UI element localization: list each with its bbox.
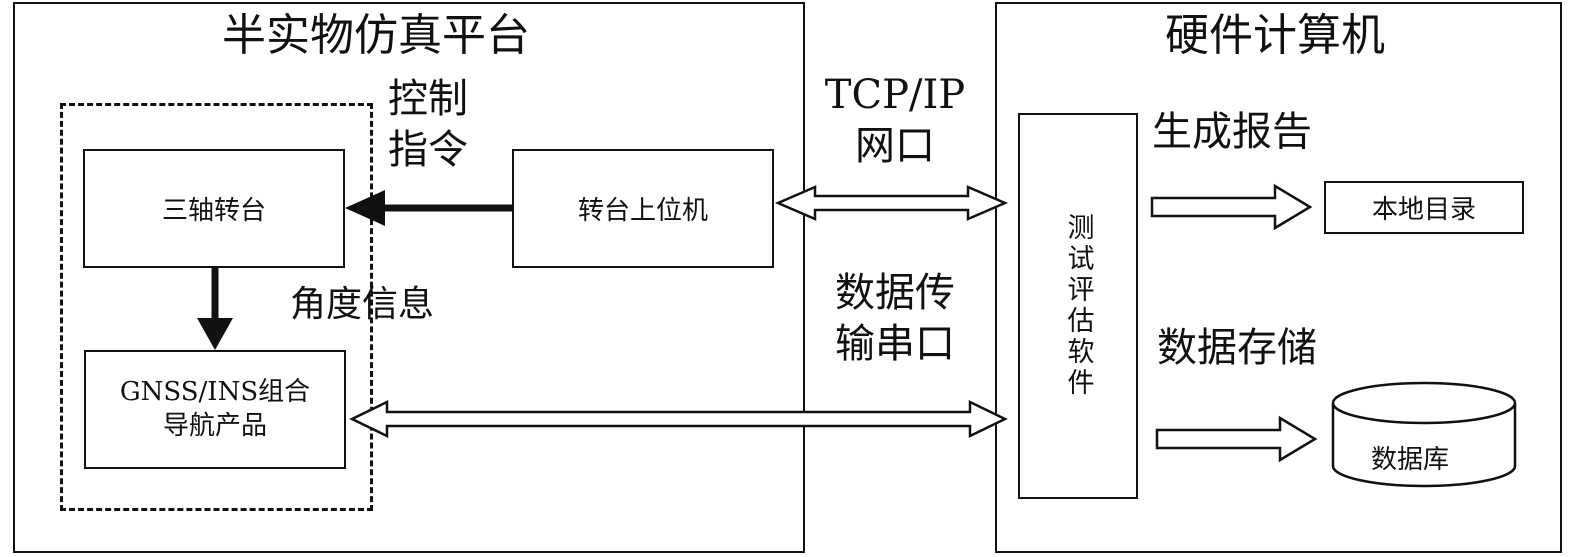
host-computer-box: 转台上位机 [512,149,774,268]
angle-info-label: 角度信息 [290,284,435,325]
test-software-box: 测试评估软件 [1018,113,1138,499]
navigation-product-label-2: 导航产品 [162,410,267,441]
host-computer-label: 转台上位机 [577,196,708,226]
navigation-product-box: GNSS/INS组合 导航产品 [84,350,346,469]
navigation-product-label-1: GNSS/INS组合 [119,376,311,407]
serial-double-arrow [349,400,1008,438]
serial-port-label: 数据传 输串口 [835,270,955,368]
local-directory-box: 本地目录 [1324,181,1524,234]
computer-title: 硬件计算机 [1165,10,1385,61]
turntable-box: 三轴转台 [83,149,345,268]
generate-report-label: 生成报告 [1152,109,1312,155]
platform-title: 半实物仿真平台 [222,10,530,61]
database-label: 数据库 [1371,445,1450,475]
test-software-label: 测试评估软件 [1062,213,1094,399]
storage-arrow [1155,415,1318,463]
control-command-label: 控制 指令 [388,76,468,174]
report-arrow [1150,183,1313,231]
turntable-label: 三轴转台 [161,196,266,226]
data-storage-label: 数据存储 [1157,325,1317,371]
local-directory-label: 本地目录 [1371,195,1476,225]
control-arrowhead [345,190,385,226]
angle-arrowhead [197,318,233,350]
dashed-group [60,103,373,511]
database-cylinder [1331,381,1517,488]
tcp-ip-label: TCP/IP 网口 [824,72,966,170]
tcp-double-arrow [774,185,1009,221]
